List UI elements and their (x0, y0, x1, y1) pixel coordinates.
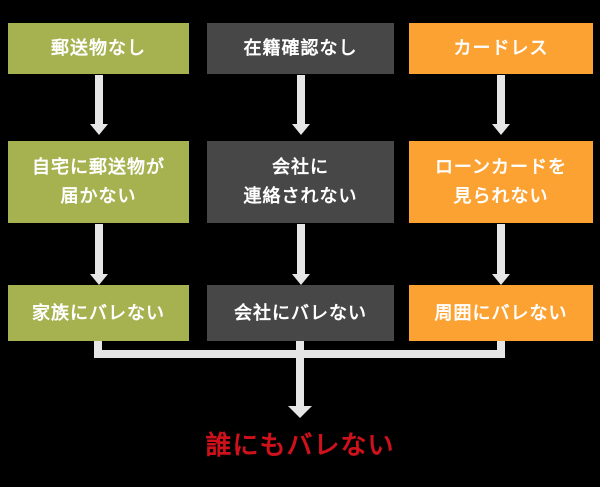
flow-box-cardless: カードレス (409, 23, 593, 74)
arrow-shaft (296, 75, 305, 124)
flow-box-label: 郵送物なし (51, 38, 146, 58)
arrow-head (291, 124, 310, 135)
flow-box-family-not-find-out: 家族にバレない (8, 285, 189, 341)
flow-box-label-line2: 見られない (453, 186, 549, 206)
arrow-head (492, 274, 510, 285)
arrow-head (492, 124, 510, 135)
flow-box-label-line1: 自宅に郵送物が (32, 157, 165, 177)
connector-line-right (497, 341, 505, 358)
flow-column-employment-check: 在籍確認なし 会社に 連絡されない 会社にバレない (207, 0, 394, 487)
flow-column-cardless: カードレス ローンカードを 見られない 周囲にバレない (409, 0, 593, 487)
flow-box-no-mail-at-home: 自宅に郵送物が 届かない (8, 141, 189, 223)
flow-box-label: 自宅に郵送物が 届かない (32, 153, 165, 211)
flow-box-company-not-find-out: 会社にバレない (207, 285, 394, 341)
result-text: 誰にもバレない (205, 430, 395, 460)
flow-box-label: 在籍確認なし (243, 38, 358, 58)
flow-box-no-mail: 郵送物なし (8, 23, 189, 74)
flow-box-no-employment-check: 在籍確認なし (207, 23, 394, 74)
flow-box-loan-card-not-seen: ローンカードを 見られない (409, 141, 593, 223)
flow-column-mail: 郵送物なし 自宅に郵送物が 届かない 家族にバレない (8, 0, 189, 487)
flow-box-label: 会社にバレない (234, 302, 367, 323)
final-arrow-shaft (296, 341, 304, 407)
arrow-head (89, 124, 108, 135)
flow-box-label-line2: 連絡されない (243, 186, 358, 206)
flow-box-others-not-find-out: 周囲にバレない (409, 285, 593, 341)
flow-box-label: カードレス (453, 38, 549, 58)
arrow-shaft (94, 224, 103, 274)
flow-box-label: ローンカードを 見られない (435, 153, 567, 211)
flow-box-label-line1: ローンカードを (434, 157, 568, 177)
arrow-head (89, 274, 108, 285)
arrow-shaft (497, 224, 505, 274)
arrow-shaft (296, 224, 305, 274)
flow-box-label: 会社に 連絡されない (244, 153, 358, 211)
arrow-down-icon (288, 406, 312, 418)
flow-box-label-line1: 会社に (272, 157, 329, 177)
flow-box-company-not-contacted: 会社に 連絡されない (207, 141, 394, 223)
flow-box-label: 周囲にバレない (434, 302, 568, 323)
flow-box-label: 家族にバレない (32, 302, 165, 323)
arrow-shaft (497, 75, 505, 124)
arrow-head (291, 274, 310, 285)
connector-line-left (94, 341, 102, 358)
arrow-shaft (94, 75, 103, 124)
flow-box-label-line2: 届かない (60, 186, 137, 206)
